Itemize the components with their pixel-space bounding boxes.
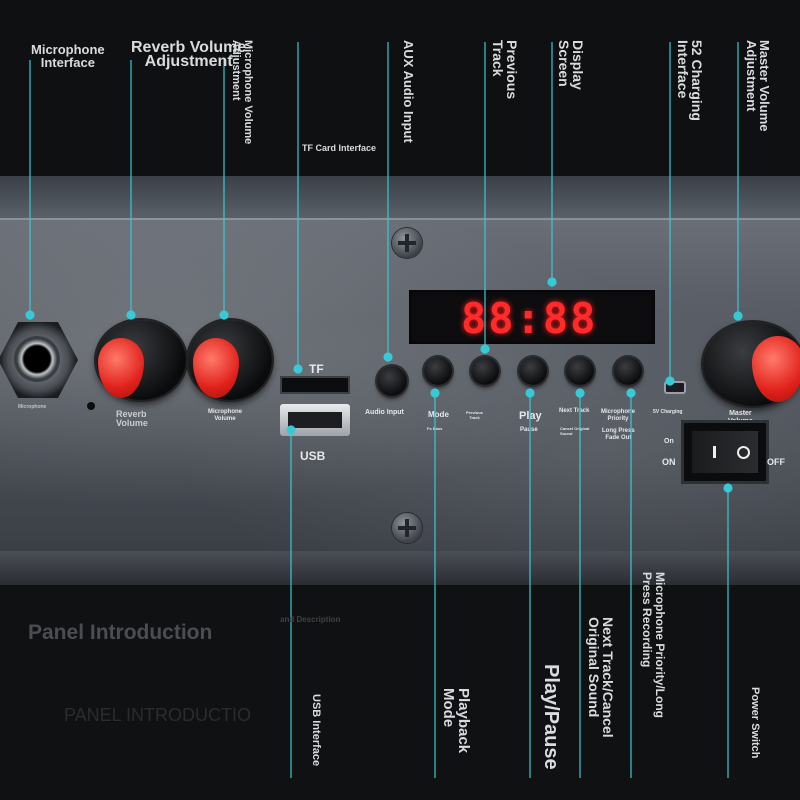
- mic-knob-cap-icon: [193, 338, 239, 398]
- panel-introduction-title: Panel Introduction: [28, 621, 213, 644]
- leader-dot: [723, 483, 733, 493]
- lower-bezel: [0, 551, 800, 585]
- microphone-priority-button[interactable]: [614, 357, 642, 385]
- leader-dot: [126, 310, 136, 320]
- leader-dot: [575, 388, 585, 398]
- playback-mode-label: Playback Mode: [440, 688, 472, 754]
- reverb-volume-panel-label: Reverb Volume: [116, 409, 148, 428]
- reverb-volume-label: Reverb Volume Adjustment: [131, 39, 247, 70]
- previous-panel-label: Previous Track: [466, 410, 483, 420]
- leader-dot: [733, 311, 743, 321]
- bottom-background: [0, 585, 800, 800]
- panel-introduction-caps: PANEL INTRODUCTIO: [64, 705, 252, 725]
- tf-panel-label: TF: [309, 362, 324, 376]
- and-description-text: and Description: [280, 615, 341, 624]
- display-screen: 88:88: [409, 290, 655, 344]
- master-volume-panel-label: Master Volume: [728, 410, 753, 425]
- jack-socket-icon: [14, 336, 60, 382]
- microphone-interface-label: Microphone Interface: [31, 42, 105, 70]
- play-pause-label: Play/Pause: [540, 664, 562, 770]
- leader-dot: [286, 425, 296, 435]
- on-mark-icon: [713, 446, 716, 458]
- aux-input-jack[interactable]: [377, 366, 407, 396]
- reverb-knob-cap-icon: [98, 338, 144, 398]
- leader-dot: [480, 344, 490, 354]
- previous-track-label: Previous Track: [490, 40, 520, 100]
- play-pause-button[interactable]: [519, 357, 547, 385]
- mode-button[interactable]: [424, 357, 452, 385]
- upper-bezel: [0, 176, 800, 218]
- mic-priority-label: Microphone Priority/Long Press Recording: [640, 572, 667, 718]
- leader-dot: [430, 388, 440, 398]
- audio-input-panel-label: Audio Input: [365, 409, 404, 416]
- master-knob-cap-icon: [752, 336, 800, 402]
- tf-card-slot[interactable]: [282, 378, 348, 392]
- display-digits: 88:88: [461, 294, 598, 343]
- charging-panel-label: 5V Charging: [653, 409, 683, 415]
- leader-dot: [293, 364, 303, 374]
- long-press-panel-label: Long Press Fade Out: [602, 428, 635, 441]
- rocker: [692, 431, 758, 473]
- next-track-button[interactable]: [566, 357, 594, 385]
- charging-interface-label: 52 Charging Interface: [675, 40, 705, 121]
- usb-interface-label: USB Interface: [310, 694, 322, 767]
- screw-icon: [392, 513, 422, 543]
- mic-small-label: Microphone: [18, 404, 47, 410]
- top-background: [0, 0, 800, 176]
- usb-socket-icon: [288, 412, 342, 428]
- tf-card-label: TF Card Interface: [302, 143, 377, 153]
- pause-panel-label: Pause: [520, 427, 538, 433]
- indicator-hole: [87, 402, 95, 410]
- leader-dot: [665, 376, 675, 386]
- microphone-volume-label: Microphone Volume Adjustment: [230, 40, 254, 145]
- leader-dot: [25, 310, 35, 320]
- on-small-label: On: [664, 438, 674, 445]
- master-volume-label: Master Volume Adjustment: [744, 40, 772, 132]
- aux-audio-label: AUX Audio Input: [401, 40, 416, 143]
- usb-panel-label: USB: [300, 449, 326, 463]
- leader-dot: [547, 277, 557, 287]
- display-screen-label: Display Screen: [556, 40, 586, 90]
- power-switch-label: Power Switch: [749, 687, 761, 759]
- next-track-label: Next Track/Cancel Original Sound: [586, 617, 616, 738]
- previous-track-button[interactable]: [471, 357, 499, 385]
- usb-port[interactable]: [280, 404, 350, 436]
- leader-dot: [219, 310, 229, 320]
- off-mark-icon: [737, 446, 750, 459]
- screw-icon: [392, 228, 422, 258]
- leader-dot: [383, 352, 393, 362]
- leader-dot: [626, 388, 636, 398]
- next-sub-label: Cancel Original Sound: [560, 426, 590, 436]
- next-track-panel-label: Next Track: [559, 408, 590, 414]
- leader-dot: [525, 388, 535, 398]
- power-switch[interactable]: [684, 423, 766, 481]
- mic-priority-panel-label: Microphone Priority: [601, 409, 635, 422]
- on-label: ON: [662, 457, 676, 467]
- off-label: OFF: [767, 457, 785, 467]
- mode-panel-label: Mode: [428, 410, 449, 419]
- mic-volume-panel-label: Microphone Volume: [208, 409, 242, 422]
